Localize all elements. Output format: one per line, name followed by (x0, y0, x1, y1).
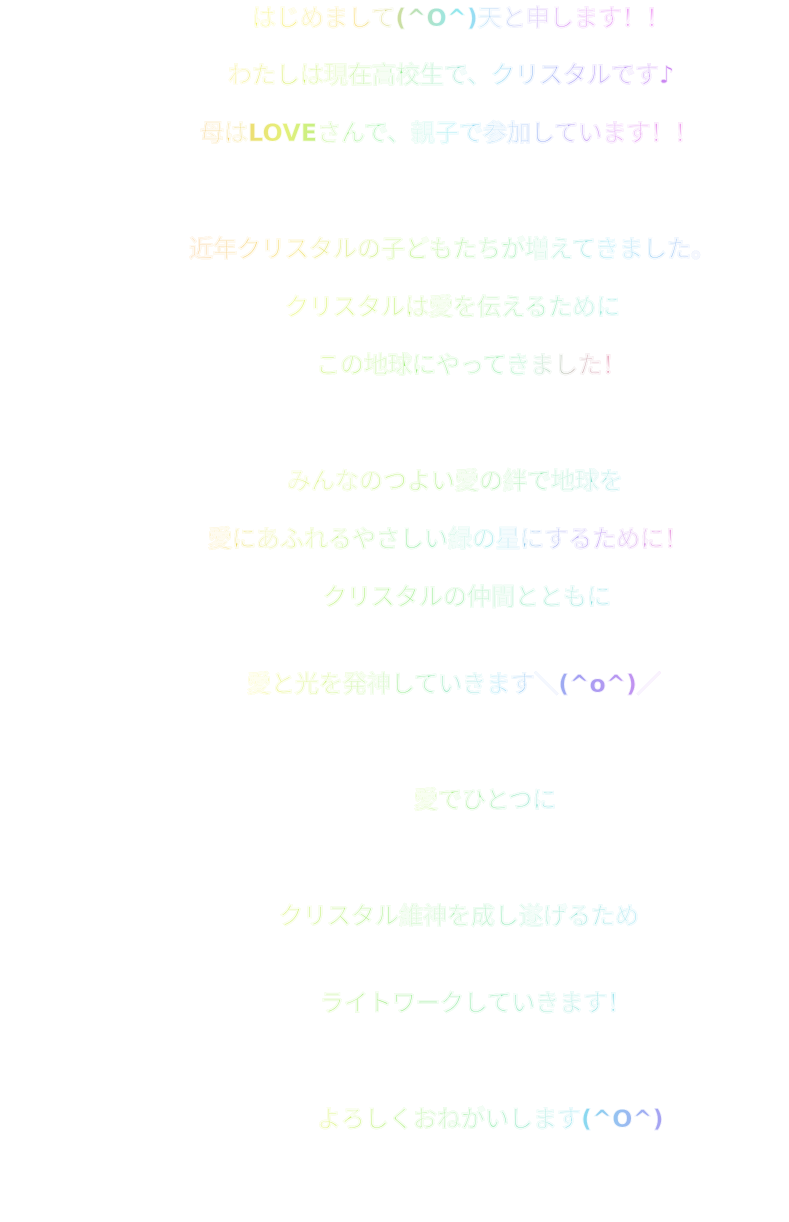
text-line: わたしは現在高校生で、クリスタルです♪ (0, 55, 789, 95)
text-line: 母はLOVEさんで、親子で参加しています！！ (0, 113, 789, 153)
text-line: みんなのつよい愛の絆で地球を (0, 461, 789, 501)
text-line: よろしくおねがいします(^O^) (0, 1099, 789, 1139)
text-line: 愛でひとつに (0, 780, 789, 820)
text-line: はじめまして(^O^)天と申します！！ (0, 0, 789, 38)
text-line: ライトワークしていきます！ (0, 983, 789, 1023)
text-line: この地球にやってきました！ (0, 345, 789, 385)
text-line: 愛と光を発神していきます＼(^o^)／ (0, 664, 789, 704)
text-line: クリスタル維神を成し遂げるため (0, 896, 789, 936)
text-line: 愛にあふれるやさしい緑の星にするために！ (0, 519, 789, 559)
text-line: クリスタルの仲間とともに (0, 577, 789, 617)
text-line: クリスタルは愛を伝えるために (0, 287, 789, 327)
text-line: 近年クリスタルの子どもたちが増えてきました。 (0, 229, 789, 269)
